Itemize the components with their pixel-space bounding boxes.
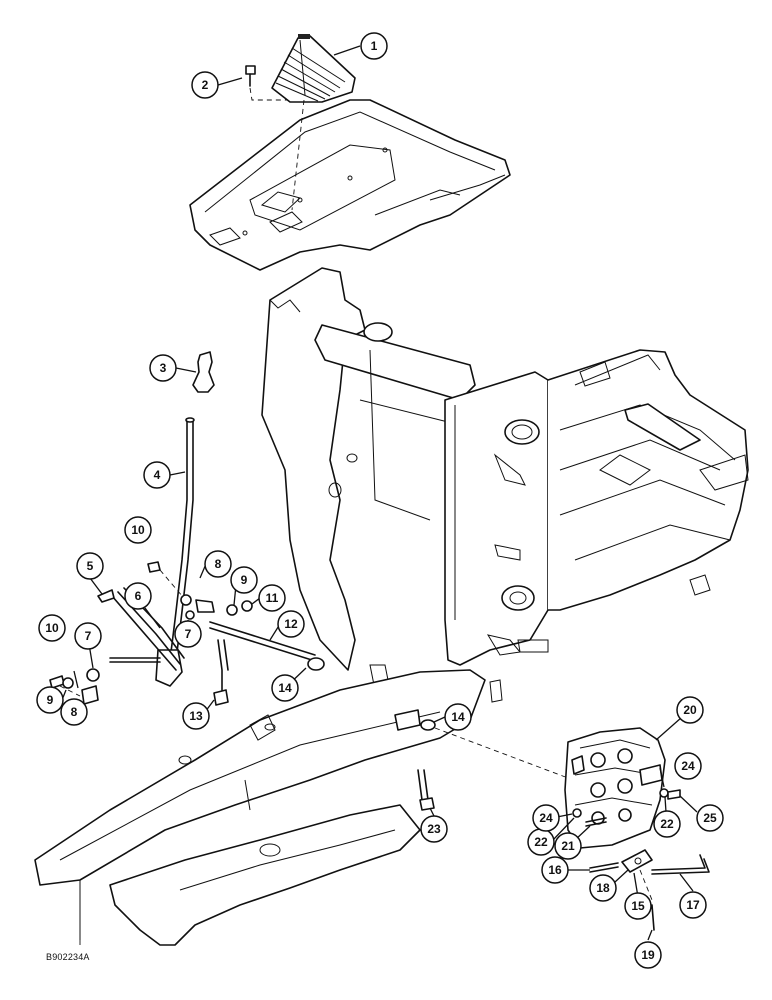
svg-text:7: 7: [85, 629, 92, 643]
svg-text:21: 21: [561, 839, 575, 853]
callout-13: 13: [182, 702, 210, 730]
callout-9b: 9: [230, 566, 258, 594]
callout-14a: 14: [271, 674, 299, 702]
callout-24b: 24: [674, 752, 702, 780]
callout-15: 15: [624, 892, 652, 920]
callout-24a: 24: [532, 804, 560, 832]
callout-22b: 22: [653, 810, 681, 838]
svg-text:9: 9: [241, 573, 248, 587]
svg-text:16: 16: [548, 863, 562, 877]
callout-10a: 10: [38, 614, 66, 642]
svg-text:23: 23: [427, 822, 441, 836]
callout-9a: 9: [36, 686, 64, 714]
lower-main-frame: [34, 669, 486, 946]
svg-text:8: 8: [215, 557, 222, 571]
svg-text:10: 10: [131, 523, 145, 537]
floor-plate: [189, 99, 511, 271]
svg-text:11: 11: [266, 591, 279, 605]
callout-2: 2: [191, 71, 219, 99]
callout-12: 12: [277, 610, 305, 638]
svg-text:22: 22: [534, 835, 548, 849]
svg-text:9: 9: [47, 693, 54, 707]
svg-text:14: 14: [451, 710, 465, 724]
callout-18: 18: [589, 874, 617, 902]
svg-text:19: 19: [641, 948, 655, 962]
svg-text:25: 25: [703, 811, 717, 825]
svg-text:24: 24: [539, 811, 553, 825]
svg-text:18: 18: [596, 881, 610, 895]
callout-19: 19: [634, 941, 662, 969]
svg-text:2: 2: [202, 78, 209, 92]
callout-3: 3: [149, 354, 177, 382]
svg-text:6: 6: [135, 589, 142, 603]
svg-text:1: 1: [371, 39, 378, 53]
callout-14b: 14: [444, 703, 472, 731]
svg-text:22: 22: [660, 817, 674, 831]
callout-11: 11: [258, 584, 286, 612]
valve-linkage: [394, 709, 710, 931]
svg-text:17: 17: [686, 898, 700, 912]
svg-text:3: 3: [160, 361, 167, 375]
callout-21: 21: [554, 832, 582, 860]
callout-10b: 10: [124, 516, 152, 544]
callout-6: 6: [124, 582, 152, 610]
callout-8b: 8: [204, 550, 232, 578]
drawing-id: B902234A: [46, 952, 90, 962]
svg-text:13: 13: [189, 709, 203, 723]
callout-16: 16: [541, 856, 569, 884]
callout-4: 4: [143, 461, 171, 489]
svg-text:12: 12: [284, 617, 298, 631]
svg-text:8: 8: [71, 705, 78, 719]
shift-boot: [271, 34, 356, 103]
callout-23: 23: [420, 815, 448, 843]
callout-25: 25: [696, 804, 724, 832]
callout-20: 20: [676, 696, 704, 724]
svg-text:24: 24: [681, 759, 695, 773]
svg-text:20: 20: [683, 703, 697, 717]
screw-part-2: [245, 65, 256, 87]
callout-8a: 8: [60, 698, 88, 726]
svg-text:4: 4: [154, 468, 161, 482]
callout-7b: 7: [174, 620, 202, 648]
svg-text:14: 14: [278, 681, 292, 695]
callout-17: 17: [679, 891, 707, 919]
callout-7a: 7: [74, 622, 102, 650]
callout-1: 1: [360, 32, 388, 60]
svg-text:5: 5: [87, 559, 94, 573]
svg-text:10: 10: [45, 621, 59, 635]
svg-text:7: 7: [185, 627, 192, 641]
callout-5: 5: [76, 552, 104, 580]
callout-22a: 22: [527, 828, 555, 856]
chassis-frame: [261, 267, 749, 711]
svg-text:15: 15: [631, 899, 645, 913]
